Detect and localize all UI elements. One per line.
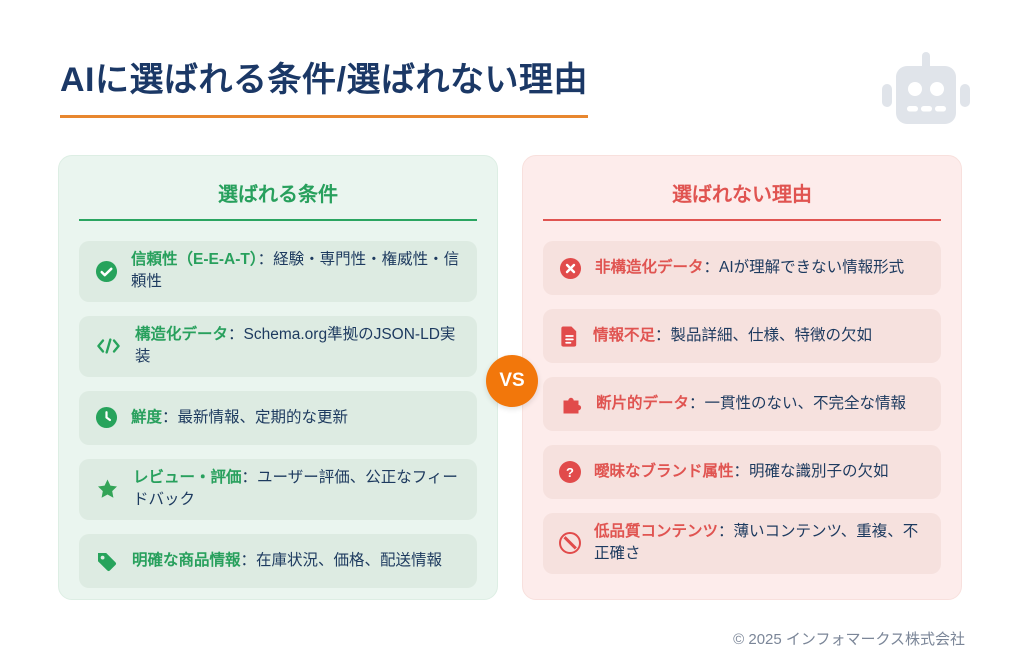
robot-icon (878, 50, 974, 147)
item-description: ：明確な識別子の欠如 (733, 462, 889, 480)
list-item: 非構造化データ：AIが理解できない情報形式 (543, 241, 941, 295)
panel-title: 選ばれる条件 (79, 178, 477, 221)
item-description: ：経験・専門性・権威性・信頼性 (131, 251, 460, 291)
question-circle-icon (559, 461, 581, 483)
item-label: レビュー・評価 (133, 468, 242, 486)
copyright-text: © 2025 インフォマークス株式会社 (733, 631, 965, 648)
clock-icon (95, 406, 118, 429)
document-icon (559, 325, 580, 348)
list-item: レビュー・評価：ユーザー評価、公正なフィードバック (79, 458, 477, 520)
list-item: 構造化データ：Schema.org準拠のJSON-LD実装 (79, 315, 477, 377)
item-description: ：在庫状況、価格、配送情報 (240, 551, 443, 569)
item-label: 情報不足 (593, 326, 656, 344)
item-description: ：AIが理解できない情報形式 (703, 258, 905, 276)
item-description: ：一貫性のない、不完全な情報 (689, 394, 907, 412)
item-label: 明確な商品情報 (132, 551, 241, 569)
panel-not-chosen-reasons: 選ばれない理由 非構造化データ：AIが理解できない情報形式 情報不足：製品詳細、… (522, 155, 962, 600)
item-label: 断片的データ (596, 394, 690, 412)
item-label: 非構造化データ (595, 258, 704, 276)
list-item: 曖昧なブランド属性：明確な識別子の欠如 (543, 445, 941, 499)
comparison-panels: 選ばれる条件 信頼性（E-E-A-T）：経験・専門性・権威性・信頼性 構造化デー… (58, 155, 962, 600)
tag-icon (95, 549, 119, 573)
item-label: 鮮度 (131, 408, 163, 426)
panel-title: 選ばれない理由 (543, 178, 941, 221)
code-icon (95, 335, 122, 357)
puzzle-icon (559, 392, 583, 416)
item-description: ：ユーザー評価、公正なフィードバック (133, 468, 458, 509)
list-item: 情報不足：製品詳細、仕様、特徴の欠如 (543, 309, 941, 363)
list-item: 断片的データ：一貫性のない、不完全な情報 (543, 377, 941, 431)
page-title: AIに選ばれる条件/選ばれない理由 (60, 60, 588, 118)
list-item: 信頼性（E-E-A-T）：経験・専門性・権威性・信頼性 (79, 241, 477, 302)
item-description: ：製品詳細、仕様、特徴の欠如 (655, 326, 873, 344)
item-description: ：Schema.org準拠のJSON-LD実装 (135, 325, 456, 366)
check-circle-icon (95, 260, 118, 283)
item-label: 構造化データ (135, 325, 229, 343)
list-item: 鮮度：最新情報、定期的な更新 (79, 390, 477, 445)
list-item: 低品質コンテンツ：薄いコンテンツ、重複、不正確さ (543, 513, 941, 574)
star-icon (95, 477, 120, 501)
panel-chosen-conditions: 選ばれる条件 信頼性（E-E-A-T）：経験・専門性・権威性・信頼性 構造化デー… (58, 155, 498, 600)
vs-badge: VS (486, 355, 538, 407)
item-label: 低品質コンテンツ (594, 523, 719, 540)
list-item: 明確な商品情報：在庫状況、価格、配送情報 (79, 533, 477, 588)
prohibition-icon (559, 532, 581, 555)
item-label: 信頼性（E-E-A-T） (131, 251, 258, 268)
item-label: 曖昧なブランド属性 (594, 462, 734, 480)
item-description: ：最新情報、定期的な更新 (162, 408, 349, 426)
x-circle-icon (559, 257, 582, 280)
item-description: ：薄いコンテンツ、重複、不正確さ (594, 523, 919, 563)
